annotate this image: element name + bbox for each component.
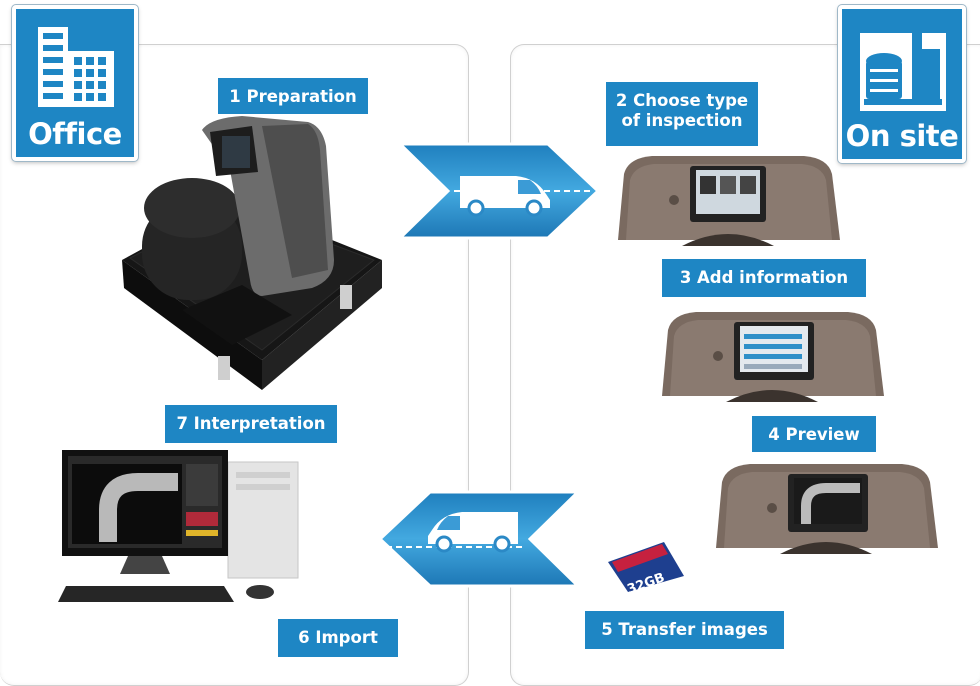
step-2-label-line1: 2 Choose type xyxy=(615,91,749,110)
device-choose-inspection xyxy=(618,156,840,246)
sd-card-image: 32GB xyxy=(608,542,684,594)
step-5-label: 5 Transfer images xyxy=(585,611,784,649)
step-6-label: 6 Import xyxy=(278,619,398,657)
office-badge: Office xyxy=(12,5,138,161)
device-add-information xyxy=(662,312,884,402)
step-2-label: 2 Choose type of inspection xyxy=(606,82,758,146)
transport-arrow-to-office xyxy=(378,490,580,588)
step-1-label: 1 Preparation xyxy=(218,78,368,114)
onsite-label: On site xyxy=(845,119,959,153)
step-7-label: 7 Interpretation xyxy=(165,405,337,443)
transport-arrow-to-site xyxy=(398,142,600,240)
step-2-label-line2: of inspection xyxy=(621,111,743,130)
office-building-icon xyxy=(38,27,114,107)
step-4-label: 4 Preview xyxy=(752,416,876,452)
scanner-in-case-image xyxy=(122,116,382,390)
van-icon xyxy=(460,176,550,217)
industrial-plant-icon xyxy=(860,19,946,111)
onsite-badge: On site xyxy=(838,5,966,163)
office-label: Office xyxy=(28,117,122,151)
van-icon xyxy=(428,512,518,553)
step-3-label: 3 Add information xyxy=(662,259,866,297)
workstation-image xyxy=(58,450,299,602)
device-preview xyxy=(716,464,938,554)
